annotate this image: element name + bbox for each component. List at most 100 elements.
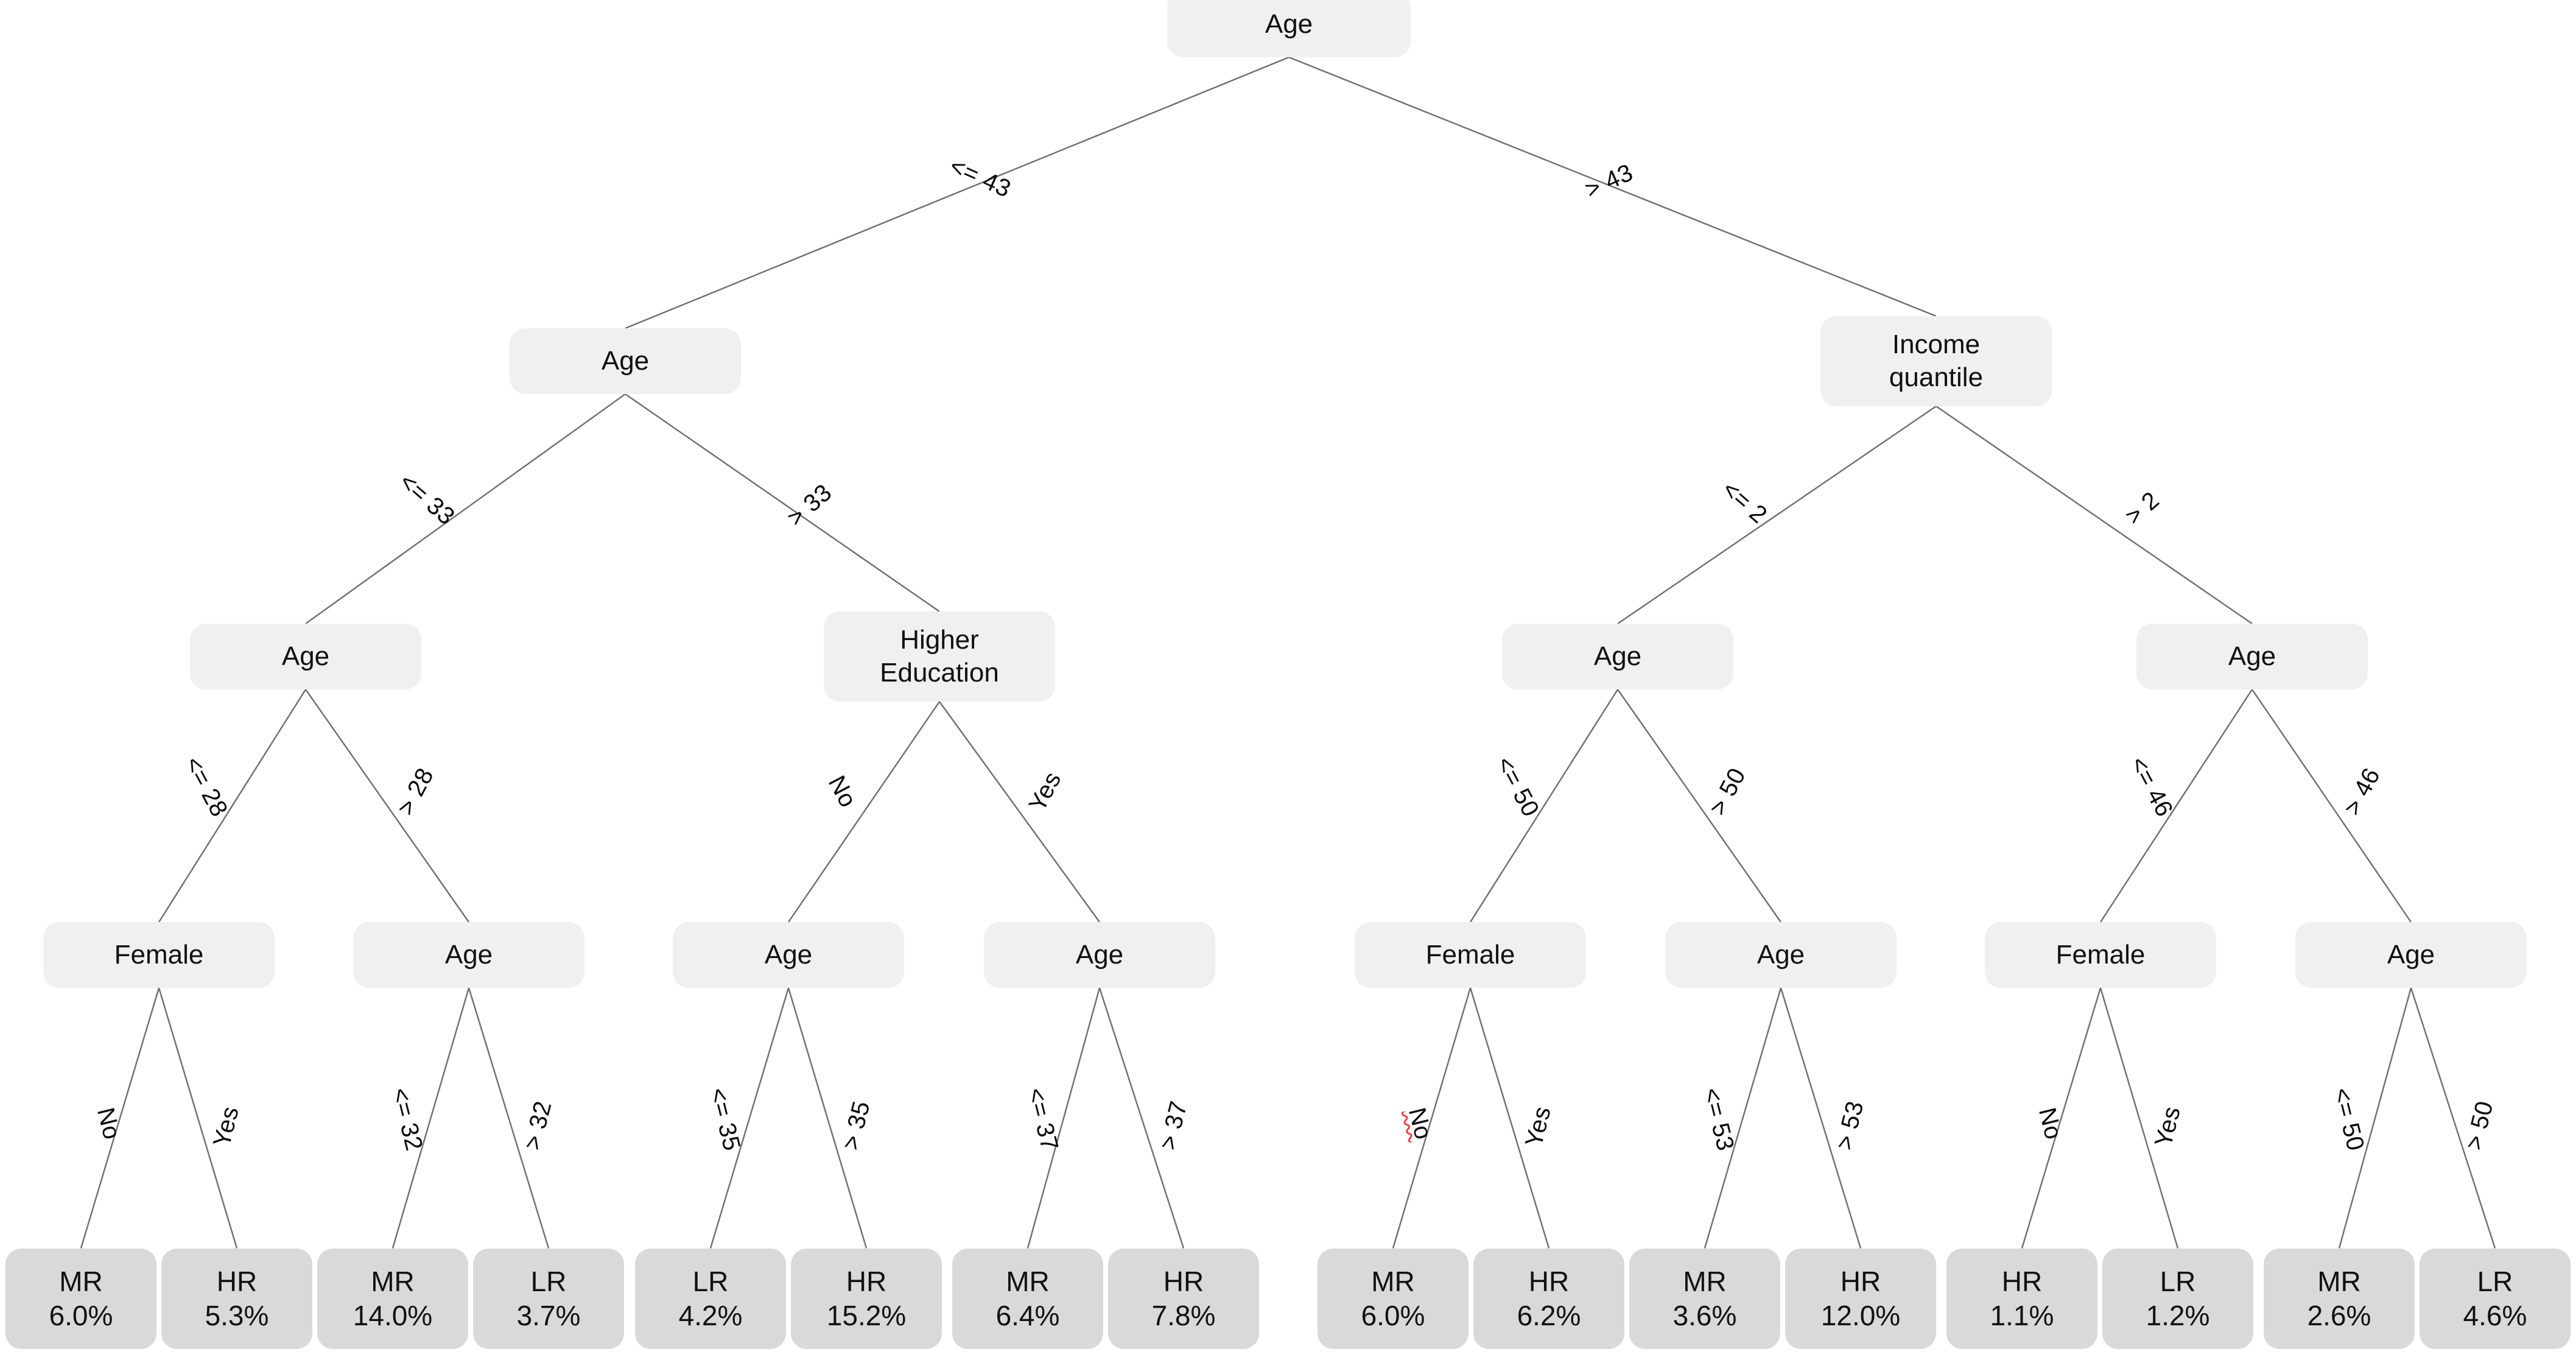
leaf-text-line: 15.2% bbox=[826, 1300, 907, 1331]
tree-edge bbox=[1780, 987, 1862, 1249]
tree-internal-node[interactable]: Age bbox=[510, 328, 741, 394]
leaf-text-line: MR bbox=[371, 1265, 415, 1297]
tree-edge bbox=[2410, 987, 2496, 1249]
tree-edge bbox=[1098, 987, 1185, 1249]
node-text-line: Age bbox=[2228, 641, 2276, 672]
tree-edge bbox=[2099, 689, 2253, 923]
leaf-text-line: LR bbox=[530, 1265, 567, 1297]
tree-edge bbox=[305, 393, 626, 624]
tree-internal-node[interactable]: Age bbox=[2136, 624, 2368, 689]
tree-edge bbox=[305, 689, 469, 923]
tree-internal-node[interactable]: Age bbox=[353, 922, 584, 988]
tree-edge bbox=[788, 701, 940, 923]
leaf-text-line: 1.1% bbox=[1990, 1300, 2054, 1331]
node-text-line: Female bbox=[2055, 940, 2146, 970]
tree-edge bbox=[1392, 987, 1472, 1249]
leaf-text-line: 7.8% bbox=[1151, 1300, 1216, 1331]
leaf-text-line: 14.0% bbox=[353, 1300, 433, 1331]
tree-internal-node[interactable]: Female bbox=[1355, 922, 1586, 988]
tree-edge bbox=[2251, 689, 2412, 923]
tree-edge bbox=[1469, 689, 1619, 923]
tree-internal-node[interactable]: Female bbox=[1985, 922, 2216, 988]
tree-edge bbox=[80, 987, 160, 1249]
leaf-text-line: HR bbox=[1528, 1265, 1570, 1297]
tree-edge bbox=[2338, 987, 2412, 1249]
tree-edge bbox=[1617, 689, 1781, 923]
tree-internal-node[interactable]: Age bbox=[984, 922, 1215, 988]
node-text-line: Income bbox=[1892, 329, 1981, 360]
tree-edge bbox=[468, 987, 550, 1249]
tree-internal-node[interactable]: Age bbox=[1167, 0, 1411, 57]
leaf-text-line: HR bbox=[1163, 1265, 1204, 1297]
leaf-text-line: HR bbox=[216, 1265, 258, 1297]
tree-edge bbox=[709, 987, 790, 1249]
leaf-text-line: MR bbox=[1371, 1265, 1415, 1297]
tree-internal-node[interactable]: Age bbox=[673, 922, 904, 988]
node-text-line: Higher bbox=[900, 625, 979, 655]
leaf-text-line: LR bbox=[2477, 1265, 2513, 1297]
tree-edge bbox=[939, 701, 1100, 923]
tree-edge bbox=[1469, 987, 1550, 1249]
node-text-line: Female bbox=[114, 940, 204, 970]
tree-edge bbox=[158, 987, 238, 1249]
node-text-line: Age bbox=[601, 346, 650, 376]
node-text-line: Age bbox=[764, 940, 813, 970]
leaf-text-line: MR bbox=[1006, 1265, 1050, 1297]
tree-internal-node[interactable]: Age bbox=[2295, 922, 2527, 988]
leaf-text-line: 2.6% bbox=[2307, 1300, 2371, 1331]
node-text-line: Age bbox=[1757, 940, 1805, 970]
node-text-line: Age bbox=[281, 641, 330, 672]
node-text-line: Female bbox=[1425, 940, 1515, 970]
tree-internal-node[interactable]: Female bbox=[43, 922, 275, 988]
node-text-line: Age bbox=[2387, 940, 2435, 970]
leaf-text-line: LR bbox=[2160, 1265, 2196, 1297]
leaf-text-line: 6.2% bbox=[1517, 1300, 1581, 1331]
node-text-line: Age bbox=[1593, 641, 1642, 672]
node-text-line: Age bbox=[1265, 9, 1313, 40]
tree-internal-node[interactable]: Age bbox=[190, 624, 421, 689]
tree-edge bbox=[1617, 406, 1937, 624]
leaf-text-line: 1.2% bbox=[2146, 1300, 2210, 1331]
tree-edge bbox=[1027, 987, 1101, 1249]
node-text-line: Education bbox=[880, 658, 999, 688]
tree-edge bbox=[158, 689, 307, 923]
node-text-line: Age bbox=[444, 940, 493, 970]
leaf-text-line: HR bbox=[2001, 1265, 2043, 1297]
leaf-text-line: MR bbox=[2317, 1265, 2361, 1297]
leaf-text-line: 4.6% bbox=[2463, 1300, 2527, 1331]
node-text-line: Age bbox=[1075, 940, 1124, 970]
leaf-text-line: HR bbox=[1840, 1265, 1881, 1297]
leaf-text-line: 5.3% bbox=[205, 1300, 269, 1331]
tree-edge bbox=[2021, 987, 2102, 1249]
leaf-text-line: HR bbox=[846, 1265, 887, 1297]
tree-internal-node[interactable]: Age bbox=[1665, 922, 1897, 988]
tree-edge bbox=[787, 987, 868, 1249]
tree-edge bbox=[625, 393, 940, 612]
leaf-text-line: 4.2% bbox=[678, 1300, 743, 1331]
tree-edge bbox=[625, 56, 1290, 329]
tree-edge bbox=[1704, 987, 1782, 1249]
leaf-text-line: MR bbox=[1683, 1265, 1727, 1297]
tree-edge bbox=[1288, 56, 1937, 317]
leaf-text-line: 6.0% bbox=[49, 1300, 113, 1331]
node-text-line: quantile bbox=[1889, 362, 1984, 392]
tree-internal-node[interactable]: Age bbox=[1502, 624, 1733, 689]
